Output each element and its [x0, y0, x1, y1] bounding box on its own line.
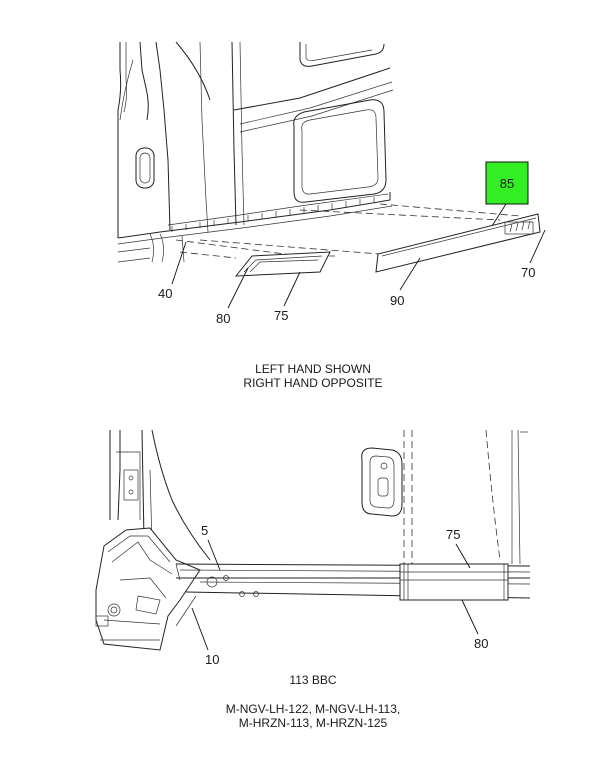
callout-90-label[interactable]: 90 [390, 293, 404, 308]
callout-10-label[interactable]: 10 [205, 652, 219, 667]
callout-75-bottom-label[interactable]: 75 [446, 527, 460, 542]
callout-40-label[interactable]: 40 [158, 286, 172, 301]
callout-5-label[interactable]: 5 [201, 523, 208, 538]
callout-80-bottom-label[interactable]: 80 [474, 636, 488, 651]
rocker-assembly [175, 563, 531, 627]
front-step-assembly [95, 527, 201, 651]
callout-85-highlight[interactable] [485, 161, 529, 205]
caption-applies-line-2: M-HRZN-113, M-HRZN-125 [239, 716, 388, 730]
caption-model: 113 BBC [289, 673, 336, 687]
callout-80-label[interactable]: 80 [216, 311, 230, 326]
bottom-view: 5 75 10 80 [95, 429, 531, 667]
callout-85-label: 85 [500, 176, 514, 191]
cab-body-bottom [109, 429, 528, 565]
part-step-pad [234, 251, 331, 277]
callout-75-label[interactable]: 75 [274, 308, 288, 323]
part-rocker-panel [375, 213, 541, 273]
cab-body-top [117, 41, 394, 263]
caption-applies-line-1: M-NGV-LH-122, M-NGV-LH-113, [226, 702, 401, 716]
callout-70-label[interactable]: 70 [521, 265, 535, 280]
note-line-2: RIGHT HAND OPPOSITE [243, 376, 382, 390]
top-view: 85 70 40 80 75 90 [117, 41, 546, 326]
note-line-1: LEFT HAND SHOWN [255, 362, 371, 376]
